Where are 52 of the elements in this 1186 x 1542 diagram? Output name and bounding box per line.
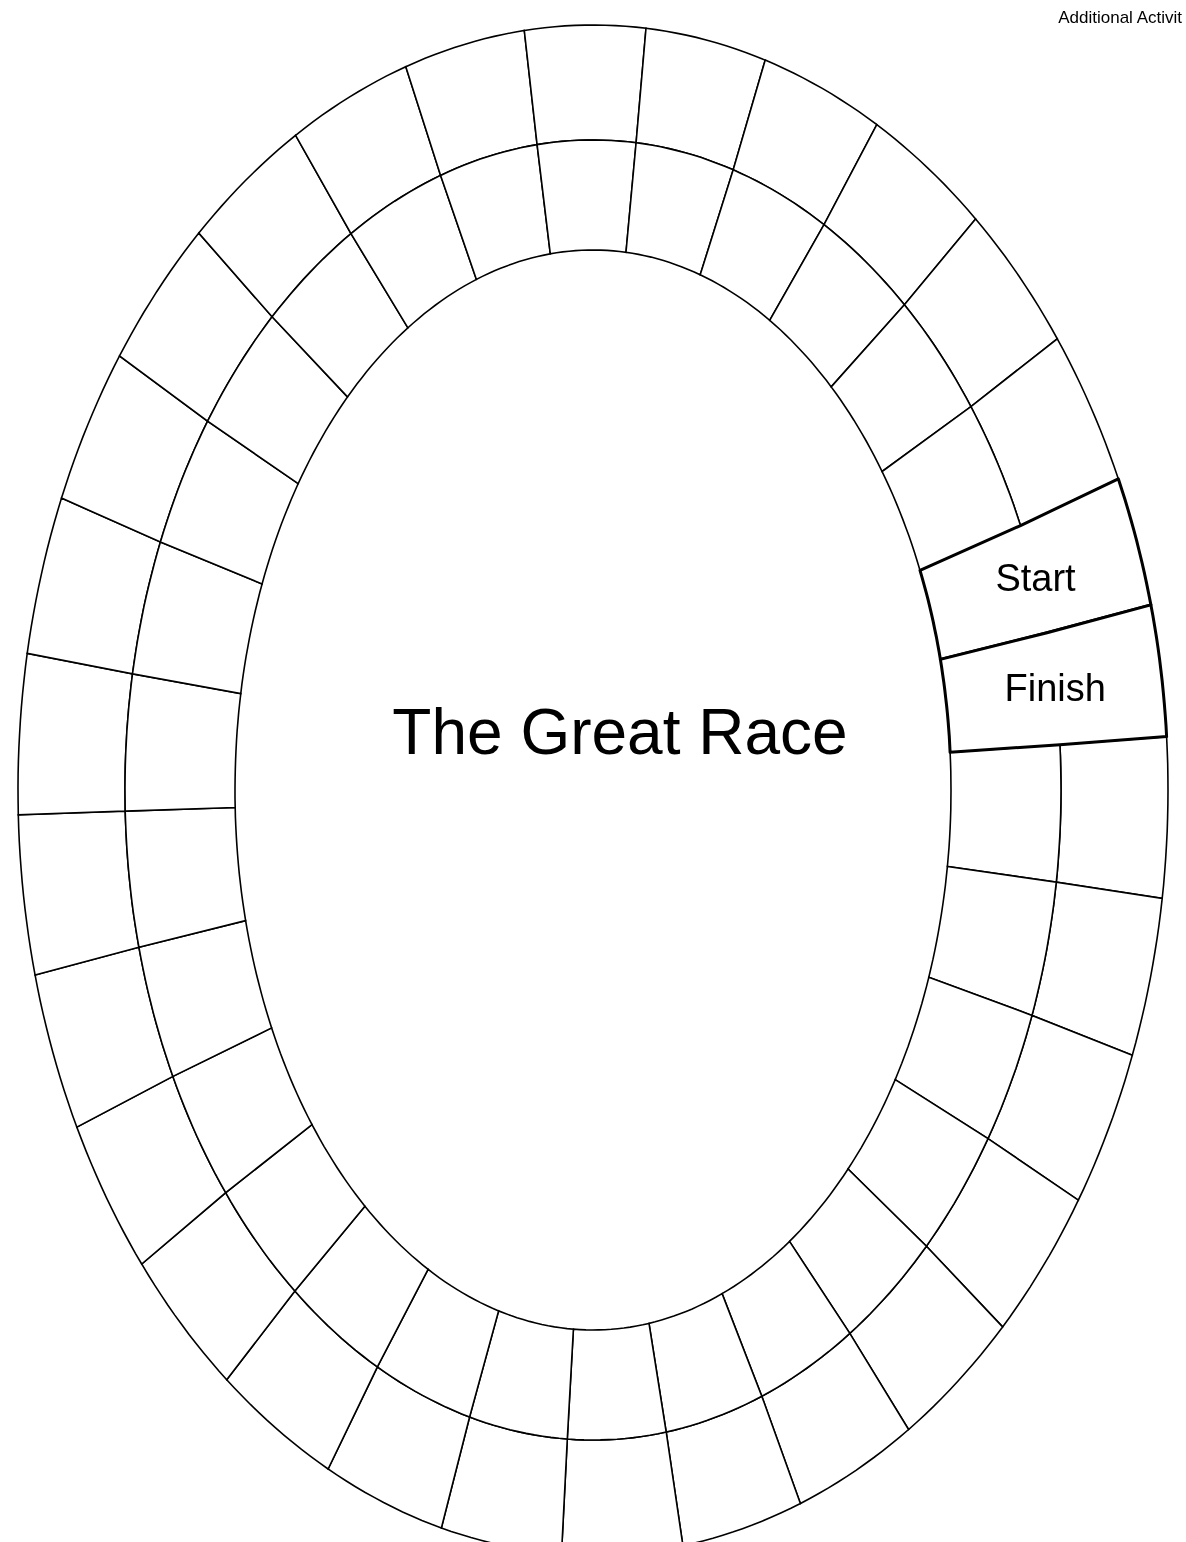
- board-space: [440, 1415, 569, 1542]
- board-space: [118, 231, 274, 423]
- board-space: [927, 865, 1058, 1017]
- board-space: [124, 672, 242, 812]
- board-space: [293, 1204, 430, 1369]
- board-space: [925, 1137, 1080, 1329]
- board-space: [830, 303, 972, 473]
- board-space: [171, 1026, 313, 1194]
- board-space: [846, 1078, 990, 1248]
- board-space: [34, 946, 174, 1129]
- board-space: [224, 1123, 366, 1293]
- board-space: [903, 217, 1059, 408]
- board-space: [848, 1244, 1004, 1431]
- board-space: [768, 223, 906, 389]
- board-space: [987, 1014, 1134, 1202]
- board-space: [468, 1309, 575, 1440]
- board-space: [788, 1167, 928, 1335]
- board-space: [699, 168, 826, 322]
- board-title: The Great Race: [391, 695, 849, 769]
- board-space: [17, 810, 140, 977]
- page-header: Additional Activit: [1058, 8, 1182, 28]
- board-space: [560, 1431, 684, 1542]
- board-space: [75, 1075, 227, 1266]
- board-space: [17, 652, 134, 816]
- board-space: [635, 27, 767, 171]
- space-label: Start: [995, 557, 1076, 600]
- board-space: [721, 1240, 851, 1398]
- board-space: [159, 420, 300, 586]
- board-space: [131, 540, 264, 695]
- space-label: Finish: [1004, 667, 1106, 710]
- board-space: [197, 134, 353, 319]
- board-space: [536, 139, 637, 255]
- board-space: [294, 65, 442, 235]
- board-space: [894, 976, 1033, 1140]
- board-space: [760, 1332, 910, 1505]
- board-space: [376, 1268, 500, 1419]
- board-space: [732, 59, 878, 226]
- board-space: [404, 29, 538, 177]
- board-space: [566, 1322, 668, 1441]
- board-space: [137, 919, 273, 1078]
- board-space: [349, 174, 478, 330]
- board-space: [26, 497, 162, 675]
- board-space: [140, 1191, 296, 1381]
- board-space: [271, 232, 409, 399]
- board-space: [665, 1395, 802, 1542]
- board-space: [60, 354, 209, 544]
- board-space: [206, 315, 349, 485]
- board-space: [1031, 881, 1164, 1057]
- board-space: [124, 806, 247, 949]
- board-space: [625, 141, 735, 276]
- board-space: [439, 143, 552, 281]
- board-space: [648, 1292, 763, 1433]
